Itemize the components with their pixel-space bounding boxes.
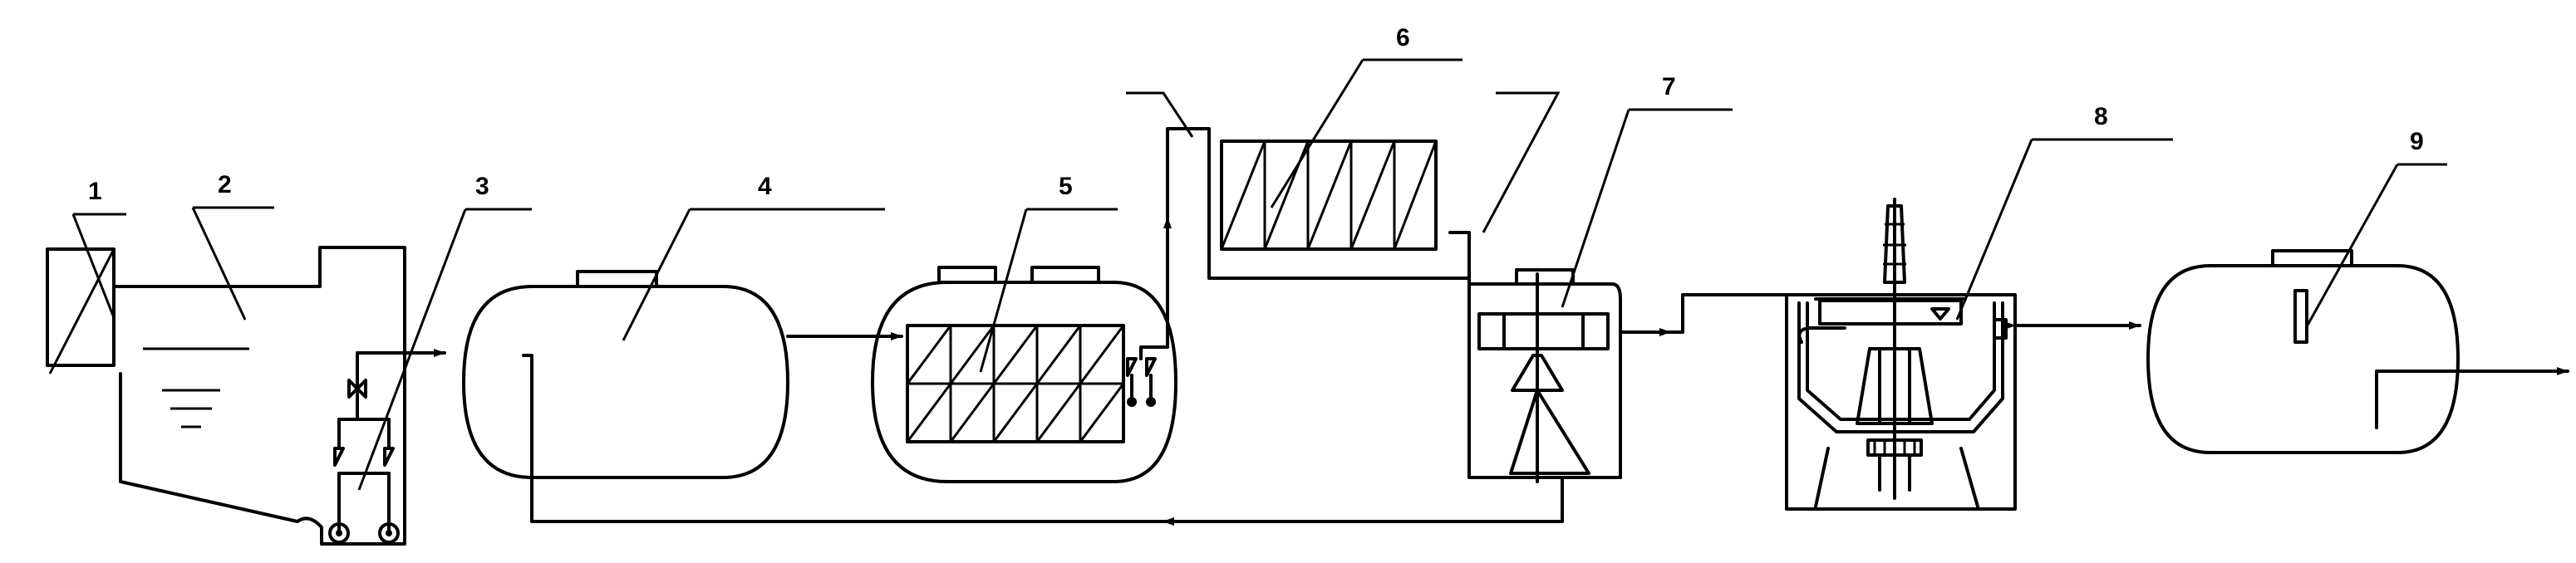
label-1: 1 (88, 178, 102, 205)
component-4-buffer-tank (464, 272, 1163, 521)
label-2: 2 (218, 171, 232, 198)
pump-icon (380, 524, 398, 542)
pump-icon (330, 524, 348, 542)
component-6-media-box (1209, 140, 1469, 286)
component-9-effluent-tank (2148, 251, 2559, 453)
component-1-inlet-box (47, 249, 114, 374)
component-3-pump-assembly (330, 353, 398, 542)
valve-icon (349, 380, 366, 397)
flow-line-7-to-8 (1620, 295, 1812, 332)
derrick-icon (1885, 206, 1905, 282)
level-marker-icon (1932, 309, 1949, 319)
label-7: 7 (1662, 73, 1676, 100)
component-5-media-tank (873, 228, 1176, 482)
leader-lines (73, 60, 2447, 490)
label-4: 4 (758, 173, 772, 200)
flow-line-5-to-6 (1168, 129, 1209, 218)
component-7-separator-tank (1469, 270, 1620, 482)
label-9: 9 (2410, 128, 2424, 155)
label-5: 5 (1059, 173, 1073, 200)
component-8-reactor (1787, 199, 2015, 509)
component-labels: 1 2 3 4 5 6 7 8 9 (88, 24, 2424, 205)
component-2-collection-tank (114, 247, 405, 544)
return-line (1163, 477, 1562, 526)
label-3: 3 (475, 173, 489, 200)
label-6: 6 (1396, 24, 1410, 51)
label-8: 8 (2094, 103, 2108, 130)
